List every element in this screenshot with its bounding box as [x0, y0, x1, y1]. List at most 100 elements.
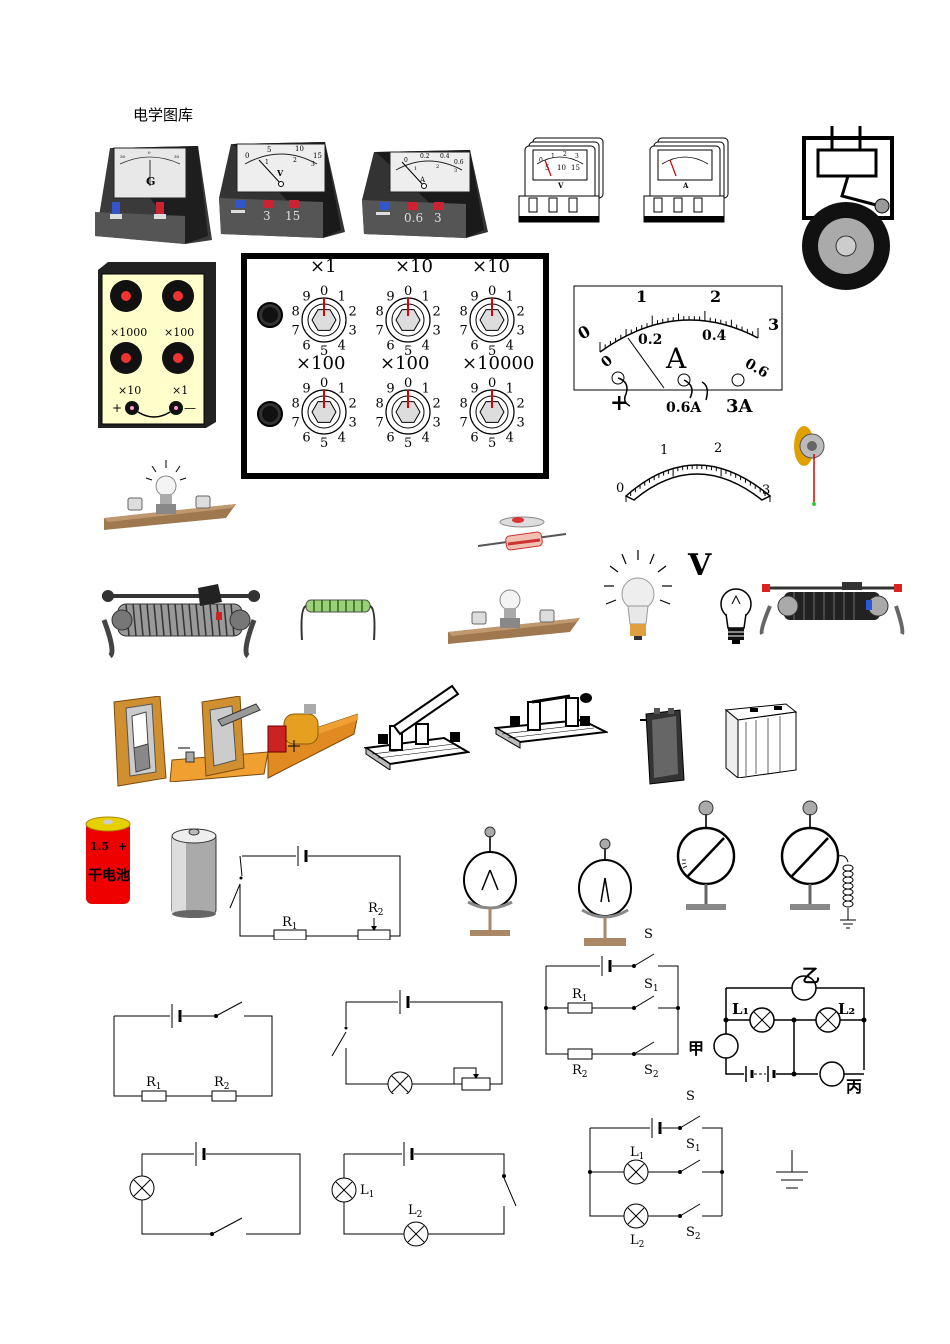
mult-10b: ×10 — [472, 256, 510, 277]
dial-digit: 9 — [470, 290, 478, 305]
dial-scale: 0 1 2 3 — [616, 441, 772, 502]
g-scale-7: 30 — [174, 154, 180, 159]
am-bot-02: 0.2 — [638, 332, 662, 348]
am-top-1: 1 — [636, 287, 647, 306]
dial-digit: 0 — [404, 376, 412, 391]
voltage-symbol: V — [688, 548, 712, 583]
voltmeter: 0 5 10 15 1 2 3 V 3 15 — [219, 142, 345, 238]
v-scale-5: 5 — [267, 146, 271, 154]
dial-digit: 6 — [470, 430, 478, 445]
sliding-rheostat — [101, 584, 260, 659]
ammeter: 0 0.2 0.4 0.6 1 2 3 A 0.6 3 — [362, 150, 488, 238]
a-scale-06: 0.6 — [454, 159, 464, 166]
dial-digit: 2 — [433, 397, 441, 412]
rb-label-10: ×10 — [118, 384, 141, 397]
sv-10: 10 — [557, 164, 566, 172]
dark-battery — [640, 708, 685, 785]
c5-l1: L1 — [360, 1183, 374, 1200]
ammeter-large: 0 1 2 3 0 0.2 0.4 0.6 A + 0.6A 3A — [573, 285, 783, 417]
dial-digit: 6 — [386, 430, 394, 445]
dial-digit: 1 — [338, 290, 346, 305]
dial-digit: 6 — [386, 338, 394, 353]
dial-10[interactable] — [110, 342, 142, 374]
dial-digit: 5 — [320, 344, 328, 359]
ds-3: 3 — [762, 483, 770, 498]
dial-digit: 5 — [404, 436, 412, 451]
a-scale-0: 0 — [404, 157, 408, 164]
dial-digit: 8 — [459, 397, 467, 412]
page-title: 电学图库 — [133, 106, 194, 124]
circuit-parallel-r: S R1 R2 S1 S2 — [544, 927, 680, 1080]
sv-5: 5 — [545, 164, 549, 172]
g-letter: G — [146, 175, 155, 188]
bulb-on-board-1 — [104, 460, 236, 530]
dial-digit: 1 — [422, 382, 430, 397]
am-term-06a: 0.6A — [666, 400, 702, 416]
galvanometer: 30 0 30 G — [95, 146, 212, 244]
dial-digit: 0 — [320, 284, 328, 299]
dial-digit: 3 — [433, 323, 441, 338]
dial-digit: 1 — [338, 382, 346, 397]
ds-0: 0 — [616, 481, 624, 496]
dial-digit: 9 — [302, 290, 310, 305]
circuit-lamp-rheostat — [331, 990, 503, 1094]
dial-digit: 0 — [320, 376, 328, 391]
dial-digit: 2 — [517, 397, 525, 412]
c4-l1: L₁ — [732, 1000, 749, 1018]
electroscope-1 — [463, 826, 517, 936]
sv-3: 3 — [575, 153, 579, 160]
dial-digit: 5 — [488, 344, 496, 359]
c3-s1: S1 — [644, 977, 659, 994]
dial-digit: 2 — [433, 305, 441, 320]
dry-cell-gray — [171, 828, 217, 918]
a-inner-2: 2 — [436, 164, 439, 170]
dial-digit: 8 — [375, 397, 383, 412]
resistance-box-small: ×1000 ×100 ×10 ×1 + — — [98, 262, 216, 428]
v-inner-2: 2 — [293, 157, 297, 164]
c6-s1: S1 — [686, 1137, 701, 1154]
wall-switch-2 — [169, 696, 269, 782]
circuit-two-lamps-series: L1 L2 — [331, 1142, 517, 1247]
dial-1[interactable] — [162, 342, 194, 374]
cell-text: 干电池 — [88, 867, 130, 884]
dial-digit: 7 — [375, 415, 383, 430]
circuit-series-switch: R1 R2 — [113, 1001, 273, 1102]
dial-digit: 6 — [470, 338, 478, 353]
v-inner-3: 3 — [311, 161, 315, 168]
dial-digit: 3 — [517, 415, 525, 430]
dial-digit: 1 — [506, 382, 514, 397]
glowing-bulb — [604, 550, 672, 640]
a-letter: A — [419, 176, 426, 184]
a-terminal-3: 3 — [434, 211, 442, 225]
green-resistor — [300, 599, 376, 641]
battery-pack — [724, 703, 798, 778]
c4-yi: 乙 — [802, 966, 820, 987]
circuit-series-r1-r2: R1 R2 — [229, 846, 401, 940]
ground-symbol — [776, 1150, 808, 1189]
c1-r2: R2 — [368, 901, 384, 918]
rheostat-dark — [759, 582, 905, 635]
a-inner-1: 1 — [414, 166, 417, 172]
knife-switch-1 — [364, 684, 470, 770]
dial-digit: 9 — [470, 382, 478, 397]
c1-r1: R1 — [282, 915, 298, 932]
v-scale-0: 0 — [245, 152, 249, 160]
circuit-lamp-switch — [129, 1142, 301, 1236]
sa-letter: A — [682, 181, 689, 190]
dial-100[interactable] — [162, 280, 194, 312]
dial-digit: 0 — [488, 376, 496, 391]
resistor-component — [477, 516, 567, 551]
dial-digit: 7 — [291, 323, 299, 338]
dial-1000[interactable] — [110, 280, 142, 312]
a-inner-3: 3 — [454, 168, 457, 174]
dial-digit: 5 — [404, 344, 412, 359]
v-scale-15: 15 — [313, 152, 322, 160]
circuit-parallel-lamps: S L1 L2 S1 S2 — [588, 1089, 724, 1250]
dial-digit: 8 — [375, 305, 383, 320]
